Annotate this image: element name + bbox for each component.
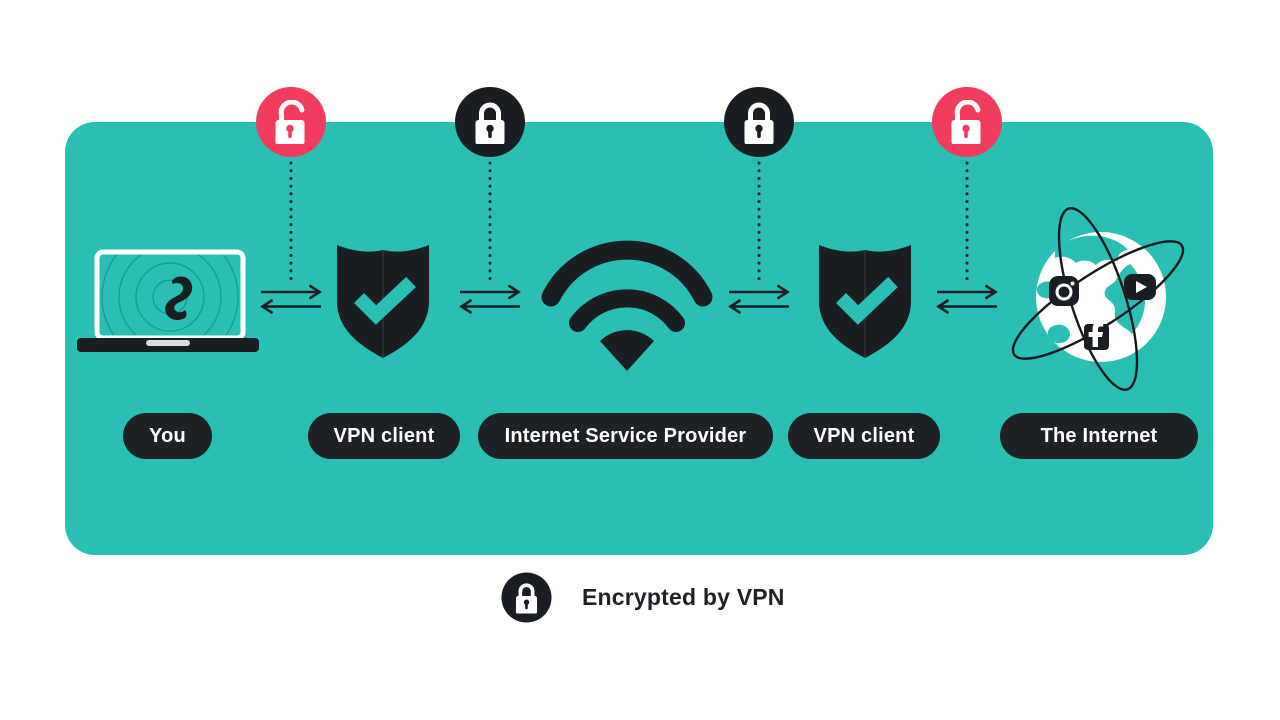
label-you: You xyxy=(123,413,212,459)
locked-padlock-icon xyxy=(724,87,794,157)
two-way-arrows xyxy=(259,284,323,315)
label-isp: Internet Service Provider xyxy=(478,413,773,459)
label-vpn-client-1: VPN client xyxy=(308,413,460,459)
surfshark-logo xyxy=(165,276,193,321)
two-way-arrows xyxy=(935,284,999,315)
locked-padlock-icon xyxy=(455,87,525,157)
locked-padlock-icon xyxy=(501,572,552,623)
shield-check-icon xyxy=(819,245,911,358)
wifi-icon xyxy=(541,240,713,371)
unlocked-padlock-icon xyxy=(932,87,1002,157)
unlocked-padlock-icon xyxy=(256,87,326,157)
two-way-arrows xyxy=(458,284,522,315)
laptop-icon xyxy=(77,249,259,352)
facebook-icon xyxy=(1084,322,1109,350)
legend: Encrypted by VPN xyxy=(500,571,785,624)
shield-check-icon xyxy=(337,245,429,358)
label-vpn-client-2: VPN client xyxy=(788,413,940,459)
orbit-lines xyxy=(1011,207,1185,391)
instagram-icon xyxy=(1049,276,1079,306)
legend-label: Encrypted by VPN xyxy=(582,584,785,610)
youtube-icon xyxy=(1124,274,1156,300)
two-way-arrows xyxy=(727,284,791,315)
globe-social-icon xyxy=(1011,207,1185,391)
dotted-connectors xyxy=(289,161,969,287)
label-the-internet: The Internet xyxy=(1000,413,1198,459)
